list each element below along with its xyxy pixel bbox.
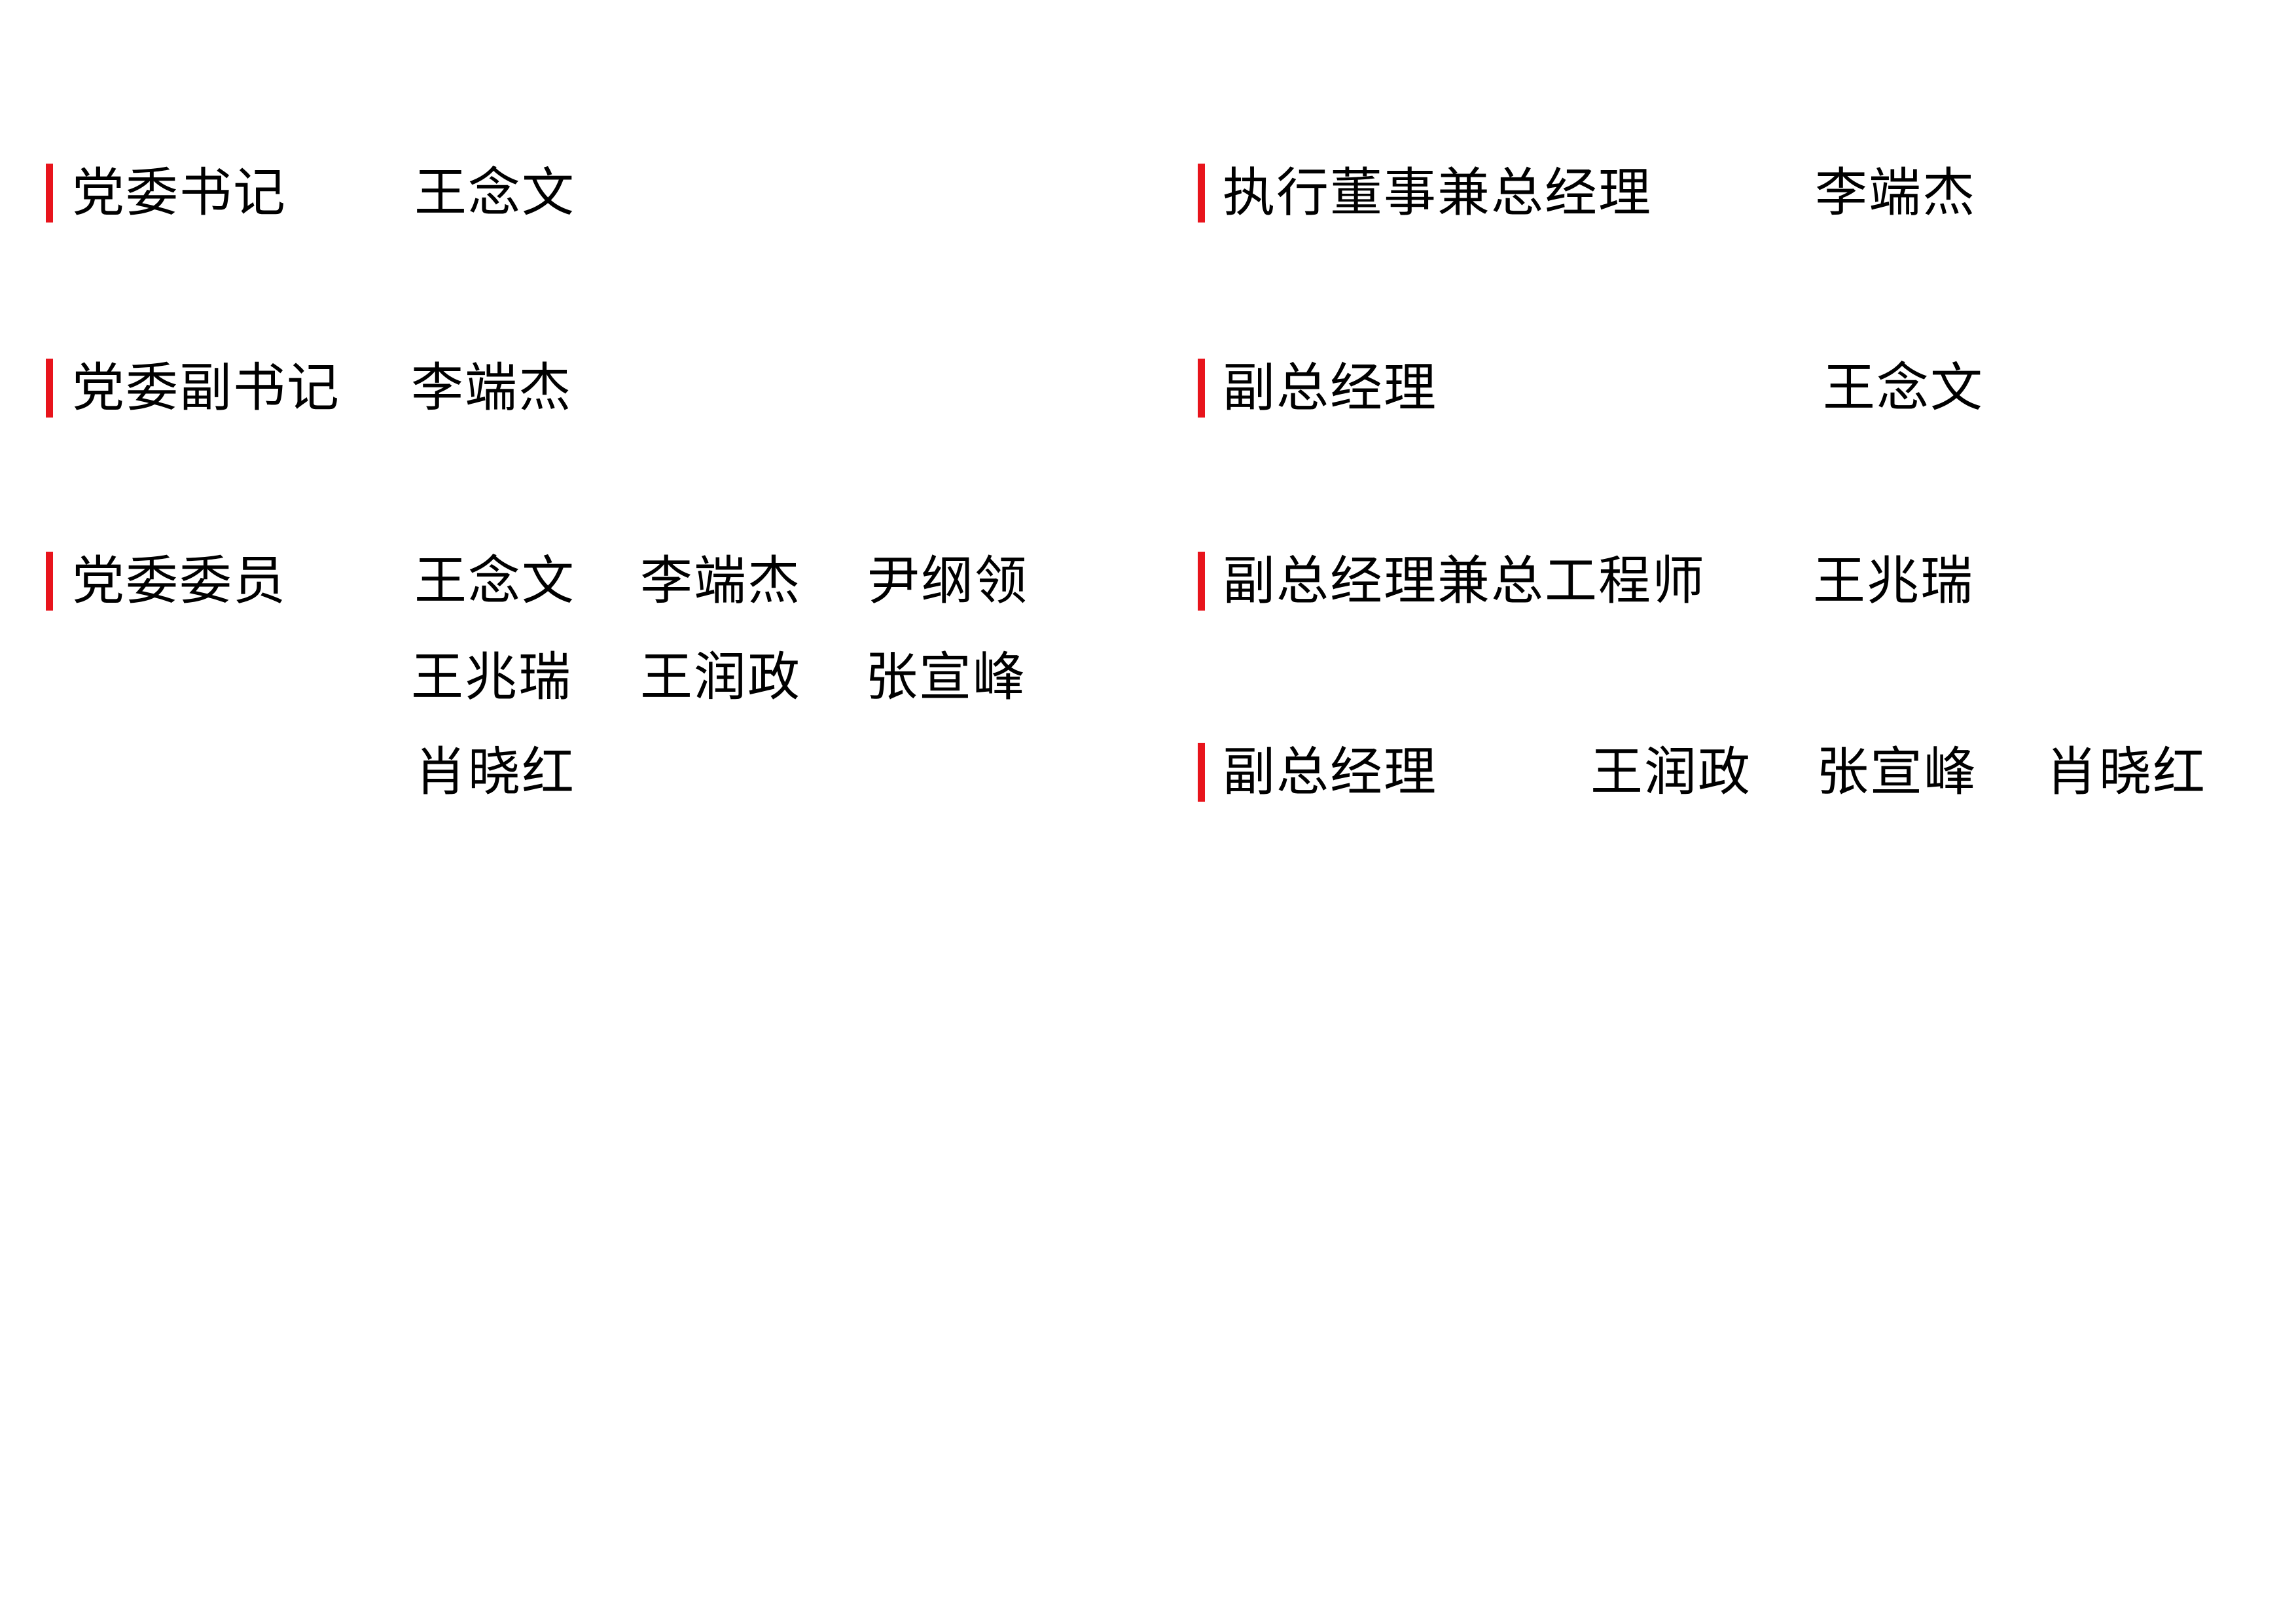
- deputy-gm-2-name: 王润政: [1590, 741, 1751, 802]
- party-secretary-marker: [46, 164, 53, 223]
- deputy-gm-name: 王念文: [1823, 357, 1984, 418]
- party-deputy-secretary-marker: [46, 359, 53, 418]
- party-member-name: 王念文: [414, 550, 575, 611]
- deputy-gm-marker: [1198, 359, 1205, 418]
- party-member-name: 肖晓红: [414, 741, 575, 802]
- deputy-gm-2-name: 张宣峰: [1816, 741, 1977, 802]
- executive-director-name: 李端杰: [1815, 162, 1976, 223]
- party-deputy-secretary-name: 李端杰: [411, 357, 572, 418]
- deputy-gm-2-name: 肖晓红: [2045, 741, 2206, 802]
- party-secretary-title: 党委书记: [72, 162, 287, 223]
- executive-director-title: 执行董事兼总经理: [1223, 162, 1652, 223]
- party-members-marker: [46, 552, 53, 611]
- deputy-gm-chief-engineer-title: 副总经理兼总工程师: [1223, 550, 1706, 611]
- party-secretary-name: 王念文: [414, 162, 575, 223]
- party-member-name: 李端杰: [640, 550, 801, 611]
- deputy-gm-chief-engineer-marker: [1198, 552, 1205, 611]
- deputy-gm-title: 副总经理: [1223, 357, 1437, 418]
- deputy-gm-2-title: 副总经理: [1223, 741, 1437, 802]
- deputy-gm-2-marker: [1198, 743, 1205, 802]
- party-member-name: 张宣峰: [865, 647, 1026, 707]
- party-member-name: 王兆瑞: [411, 647, 572, 707]
- party-member-name: 尹纲领: [867, 550, 1028, 611]
- deputy-gm-chief-engineer-name: 王兆瑞: [1813, 550, 1974, 611]
- party-members-title: 党委委员: [72, 550, 287, 611]
- party-deputy-secretary-title: 党委副书记: [72, 357, 340, 418]
- party-member-name: 王润政: [640, 647, 801, 707]
- executive-director-marker: [1198, 164, 1205, 223]
